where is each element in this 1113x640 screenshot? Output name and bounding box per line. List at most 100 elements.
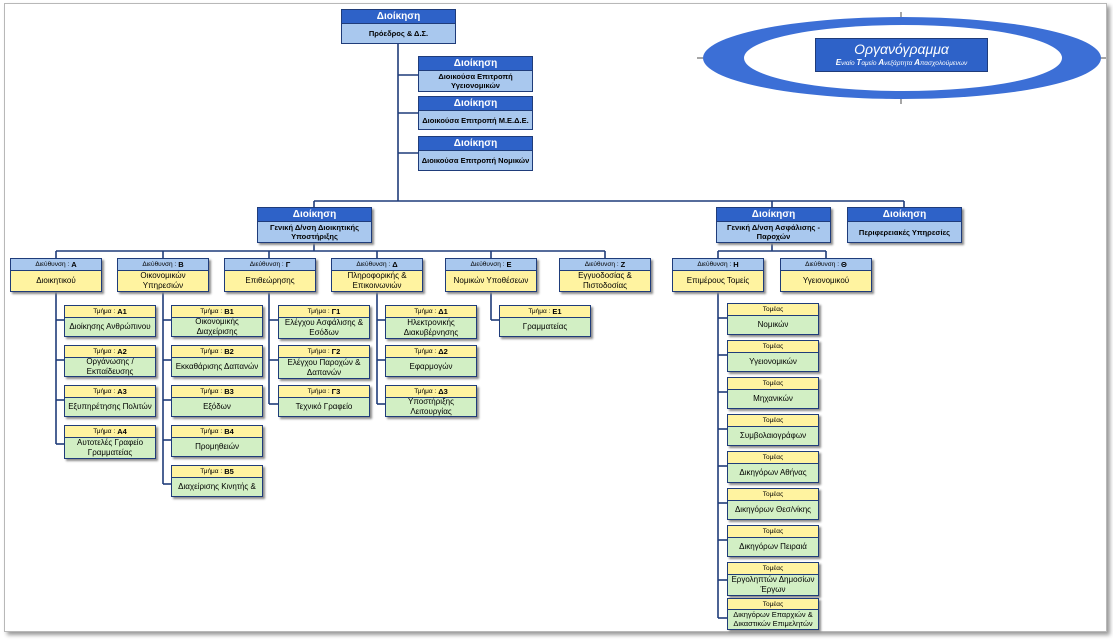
gd-insurance-benefits-label: Γενική Δ/νση Ασφάλισης - Παροχών <box>717 222 830 242</box>
section-a4-name: Αυτοτελές Γραφείο Γραμματείας <box>65 438 155 458</box>
section-box-a1: Τμήμα :Α1 Διοίκησης Ανθρώπινου <box>64 305 156 337</box>
section-g2-header: Τμήμα :Γ2 <box>279 346 369 358</box>
sector-7-header: Τομέας <box>728 526 818 538</box>
section-b3-header: Τμήμα :Β3 <box>172 386 262 398</box>
committee-mede-label: Διοικούσα Επιτροπή Μ.Ε.Δ.Ε. <box>419 111 532 129</box>
direction-box-e: Διεύθυνση :Ε Νομικών Υποθέσεων <box>445 258 537 292</box>
direction-box-g: Διεύθυνση :Γ Επιθεώρησης <box>224 258 316 292</box>
direction-th-header: Διεύθυνση :Θ <box>781 259 871 271</box>
sector-box-8: Τομέας Εργοληπτών Δημοσίων Έργων <box>727 562 819 596</box>
sector-8-header: Τομέας <box>728 563 818 575</box>
sector-box-6: Τομέας Δικηγόρων Θεσ/νίκης <box>727 488 819 520</box>
direction-a-name: Διοικητικού <box>11 271 101 291</box>
section-d2-name: Εφαρμογών <box>386 358 476 376</box>
sector-4-header: Τομέας <box>728 415 818 427</box>
direction-box-a: Διεύθυνση :Α Διοικητικού <box>10 258 102 292</box>
section-b2-header: Τμήμα :Β2 <box>172 346 262 358</box>
section-g2-name: Ελέγχου Παροχών & Δαπανών <box>279 358 369 378</box>
section-box-g2: Τμήμα :Γ2 Ελέγχου Παροχών & Δαπανών <box>278 345 370 379</box>
section-box-a3: Τμήμα :Α3 Εξυπηρέτησης Πολιτών <box>64 385 156 417</box>
section-box-b5: Τμήμα :Β5 Διαχείρισης Κινητής & <box>171 465 263 497</box>
section-e1-header: Τμήμα :Ε1 <box>500 306 590 318</box>
sector-6-name: Δικηγόρων Θεσ/νίκης <box>728 501 818 519</box>
direction-b-name: Οικονομικών Υπηρεσιών <box>118 271 208 291</box>
section-d3-name: Υποστήριξης Λειτουργίας <box>386 397 476 416</box>
section-b4-header: Τμήμα :Β4 <box>172 426 262 438</box>
section-e1-name: Γραμματείας <box>500 318 590 336</box>
section-b5-name: Διαχείρισης Κινητής & <box>172 478 262 496</box>
section-a2-header: Τμήμα :Α2 <box>65 346 155 358</box>
chart-title: Οργανόγραμμα <box>854 41 949 57</box>
sector-8-name: Εργοληπτών Δημοσίων Έργων <box>728 575 818 595</box>
sector-3-header: Τομέας <box>728 378 818 390</box>
committee-legal-header: Διοίκηση <box>419 137 532 151</box>
sector-1-header: Τομέας <box>728 304 818 316</box>
direction-box-h: Διεύθυνση :Η Επιμέρους Τομείς <box>672 258 764 292</box>
committee-health-header: Διοίκηση <box>419 57 532 71</box>
sector-box-7: Τομέας Δικηγόρων Πειραιά <box>727 525 819 557</box>
sector-3-name: Μηχανικών <box>728 390 818 408</box>
chart-subtitle: Ενιαίο Ταμείο Ανεξάρτητα Απασχολούμενων <box>835 58 968 67</box>
sector-6-header: Τομέας <box>728 489 818 501</box>
sector-5-name: Δικηγόρων Αθήνας <box>728 464 818 482</box>
section-box-b2: Τμήμα :Β2 Εκκαθάρισης Δαπανών <box>171 345 263 377</box>
direction-g-name: Επιθεώρησης <box>225 271 315 291</box>
direction-d-header: Διεύθυνση :Δ <box>332 259 422 271</box>
section-box-g1: Τμήμα :Γ1 Ελέγχου Ασφάλισης & Εσόδων <box>278 305 370 339</box>
section-b1-name: Οικονομικής Διαχείρισης <box>172 317 262 336</box>
section-box-b4: Τμήμα :Β4 Προμηθειών <box>171 425 263 457</box>
section-b5-header: Τμήμα :Β5 <box>172 466 262 478</box>
direction-a-header: Διεύθυνση :Α <box>11 259 101 271</box>
regional-services-label: Περιφερειακές Υπηρεσίες <box>848 222 961 242</box>
committee-health-label: Διοικούσα Επιτροπή Υγειονομικών <box>419 71 532 91</box>
direction-box-b: Διεύθυνση :Β Οικονομικών Υπηρεσιών <box>117 258 209 292</box>
board-header: Διοίκηση <box>342 10 455 24</box>
section-g3-name: Τεχνικό Γραφείο <box>279 398 369 416</box>
section-b4-name: Προμηθειών <box>172 438 262 456</box>
section-g3-header: Τμήμα :Γ3 <box>279 386 369 398</box>
section-a4-header: Τμήμα :Α4 <box>65 426 155 438</box>
sector-7-name: Δικηγόρων Πειραιά <box>728 538 818 556</box>
board-box: Διοίκηση Πρόεδρος & Δ.Σ. <box>341 9 456 44</box>
section-b2-name: Εκκαθάρισης Δαπανών <box>172 358 262 376</box>
section-d3-header: Τμήμα :Δ3 <box>386 386 476 398</box>
direction-g-header: Διεύθυνση :Γ <box>225 259 315 271</box>
direction-b-header: Διεύθυνση :Β <box>118 259 208 271</box>
sector-4-name: Συμβολαιογράφων <box>728 427 818 445</box>
section-box-b3: Τμήμα :Β3 Εξόδων <box>171 385 263 417</box>
committee-legal-box: Διοίκηση Διοικούσα Επιτροπή Νομικών <box>418 136 533 171</box>
board-label: Πρόεδρος & Δ.Σ. <box>342 24 455 43</box>
sector-box-2: Τομέας Υγειονομικών <box>727 340 819 372</box>
section-g1-header: Τμήμα :Γ1 <box>279 306 369 318</box>
section-g1-name: Ελέγχου Ασφάλισης & Εσόδων <box>279 318 369 338</box>
direction-th-name: Υγειονομικού <box>781 271 871 291</box>
direction-h-name: Επιμέρους Τομείς <box>673 271 763 291</box>
regional-services-header: Διοίκηση <box>848 208 961 222</box>
sector-box-5: Τομέας Δικηγόρων Αθήνας <box>727 451 819 483</box>
sector-2-name: Υγειονομικών <box>728 353 818 371</box>
gd-admin-support-box: Διοίκηση Γενική Δ/νση Διοικητικής Υποστή… <box>257 207 372 243</box>
section-box-b1: Τμήμα :Β1 Οικονομικής Διαχείρισης <box>171 305 263 337</box>
sector-2-header: Τομέας <box>728 341 818 353</box>
section-box-d1: Τμήμα :Δ1 Ηλεκτρονικής Διακυβέρνησης <box>385 305 477 339</box>
section-box-g3: Τμήμα :Γ3 Τεχνικό Γραφείο <box>278 385 370 417</box>
committee-legal-label: Διοικούσα Επιτροπή Νομικών <box>419 151 532 170</box>
committee-health-box: Διοίκηση Διοικούσα Επιτροπή Υγειονομικών <box>418 56 533 92</box>
section-box-a2: Τμήμα :Α2 Οργάνωσης / Εκπαίδευσης <box>64 345 156 377</box>
section-b1-header: Τμήμα :Β1 <box>172 306 262 318</box>
section-d1-header: Τμήμα :Δ1 <box>386 306 476 318</box>
sector-9-name: Δικηγόρων Επαρχιών & Δικαστικών Επιμελητ… <box>728 610 818 629</box>
direction-z-header: Διεύθυνση :Ζ <box>560 259 650 271</box>
section-d2-header: Τμήμα :Δ2 <box>386 346 476 358</box>
regional-services-box: Διοίκηση Περιφερειακές Υπηρεσίες <box>847 207 962 243</box>
committee-mede-header: Διοίκηση <box>419 97 532 111</box>
section-box-d3: Τμήμα :Δ3 Υποστήριξης Λειτουργίας <box>385 385 477 417</box>
direction-e-name: Νομικών Υποθέσεων <box>446 271 536 291</box>
committee-mede-box: Διοίκηση Διοικούσα Επιτροπή Μ.Ε.Δ.Ε. <box>418 96 533 130</box>
section-box-d2: Τμήμα :Δ2 Εφαρμογών <box>385 345 477 377</box>
direction-d-name: Πληροφορικής & Επικοινωνιών <box>332 271 422 291</box>
sector-box-3: Τομέας Μηχανικών <box>727 377 819 409</box>
direction-z-name: Εγγυοδοσίας & Πιστοδοσίας <box>560 271 650 291</box>
